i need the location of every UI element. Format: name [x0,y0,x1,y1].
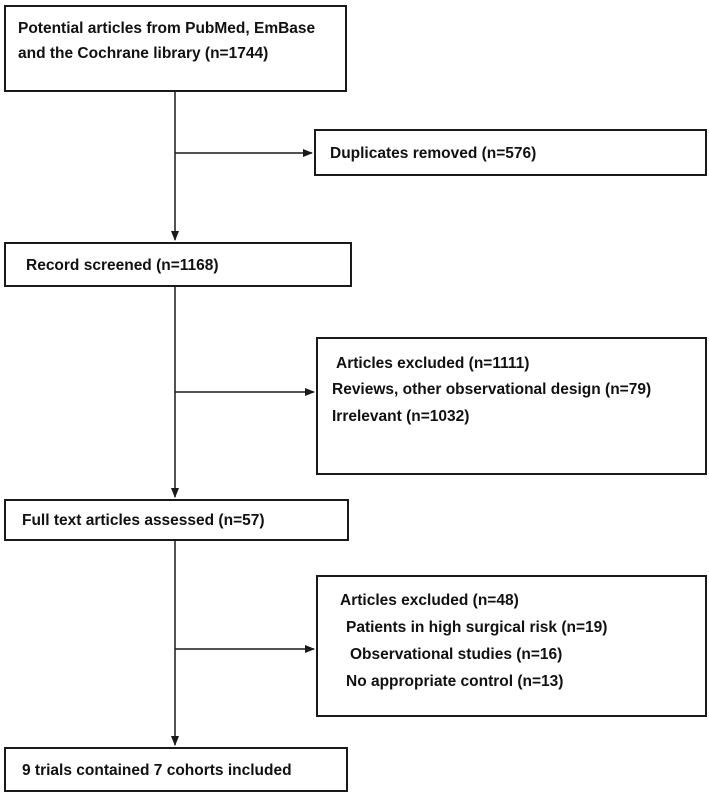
duplicates-removed-text: Duplicates removed (n=576) [330,145,537,162]
record-screened-text: Record screened (n=1168) [26,257,219,274]
excluded-full-text-box: Articles excluded (n=48) Patients in hig… [316,575,707,717]
excluded-full-text-line-3: Observational studies (n=16) [350,646,563,664]
excluded-full-text-line-4: No appropriate control (n=13) [346,673,564,691]
excluded-screening-line-1: Articles excluded (n=1111) [336,355,530,372]
excluded-screening-box: Articles excluded (n=1111) Reviews, othe… [316,337,707,475]
excluded-screening-line-2: Reviews, other observational design (n=7… [332,381,652,399]
full-text-assessed-box: Full text articles assessed (n=57) [4,499,349,541]
identification-line-1: Potential articles from PubMed, EmBase [18,20,316,37]
excluded-screening-line-3: Irrelevant (n=1032) [332,407,470,425]
full-text-assessed-text: Full text articles assessed (n=57) [22,512,265,529]
record-screened-box: Record screened (n=1168) [4,242,352,287]
identification-line-2: and the Cochrane library (n=1744) [18,44,269,62]
excluded-full-text-line-1: Articles excluded (n=48) [340,592,519,609]
included-box: 9 trials contained 7 cohorts included [4,747,348,792]
included-text: 9 trials contained 7 cohorts included [22,762,292,779]
duplicates-removed-box: Duplicates removed (n=576) [314,129,707,176]
identification-box: Potential articles from PubMed, EmBase a… [4,5,347,92]
excluded-full-text-line-2: Patients in high surgical risk (n=19) [346,619,608,637]
